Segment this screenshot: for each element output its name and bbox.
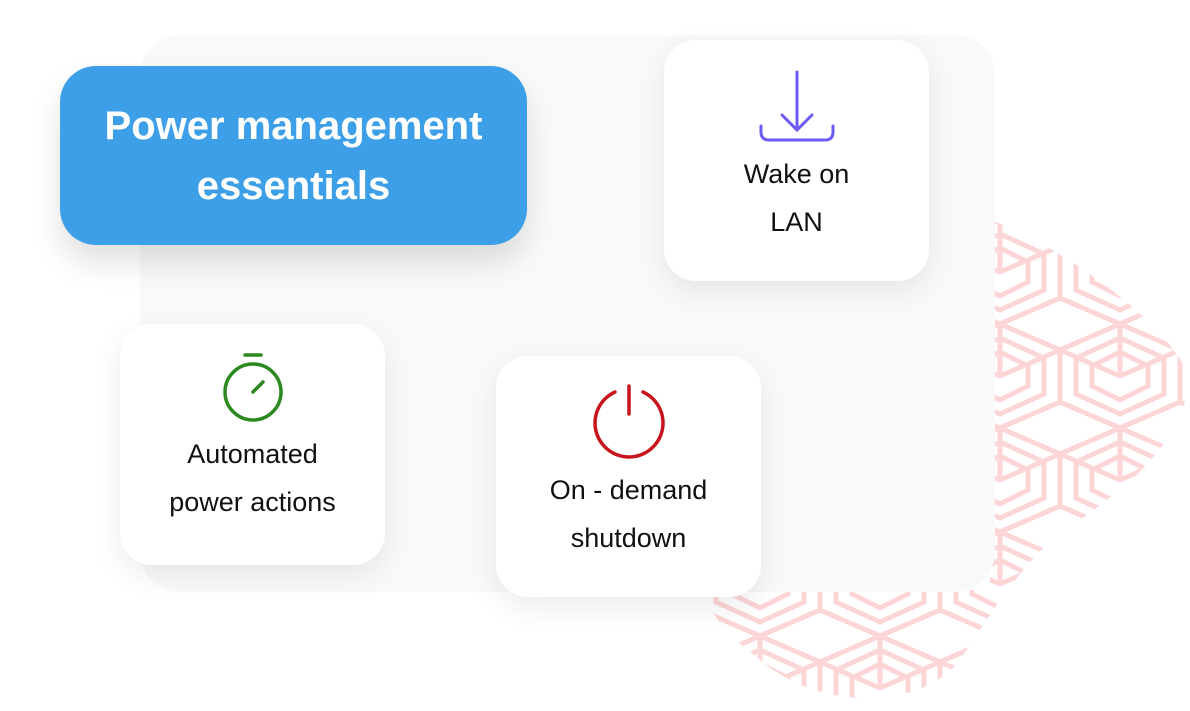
card-label: Automated: [187, 439, 318, 469]
power-icon: [592, 384, 665, 459]
download-icon: [759, 70, 834, 142]
card-label: shutdown: [570, 523, 687, 553]
card-label: LAN: [770, 207, 823, 237]
card-label: power actions: [169, 487, 336, 517]
card-label: Wake on: [743, 159, 850, 189]
feature-card-on-demand-shutdown: On - demand shutdown: [496, 356, 761, 597]
title-line: essentials: [196, 163, 391, 208]
feature-card-automated-power-actions: Automated power actions: [120, 324, 385, 565]
feature-card-wake-on-lan: Wake on LAN: [664, 40, 929, 281]
page-title: Power management essentials: [60, 66, 527, 245]
stopwatch-icon: [222, 353, 283, 422]
title-line: Power management: [104, 103, 483, 148]
card-label: On - demand: [549, 475, 708, 505]
